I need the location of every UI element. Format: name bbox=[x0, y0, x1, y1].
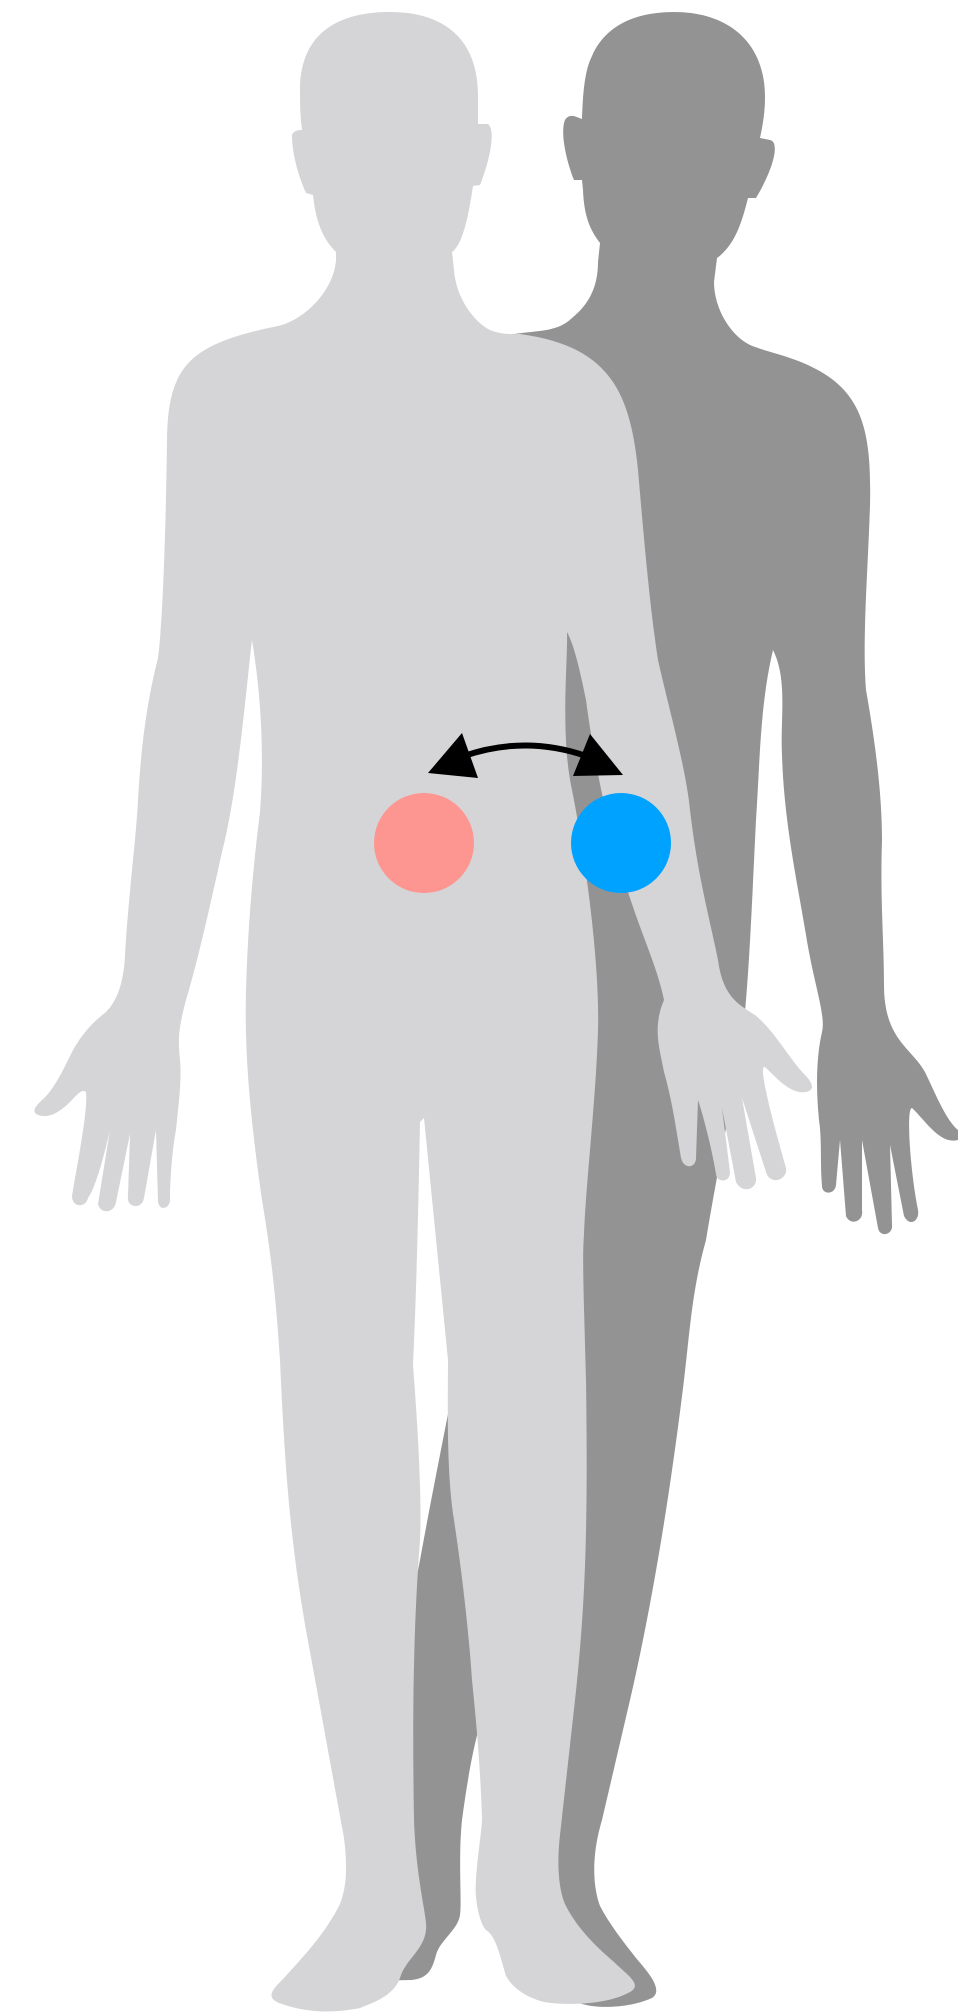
right-marker bbox=[571, 793, 671, 893]
left-marker bbox=[374, 793, 474, 893]
